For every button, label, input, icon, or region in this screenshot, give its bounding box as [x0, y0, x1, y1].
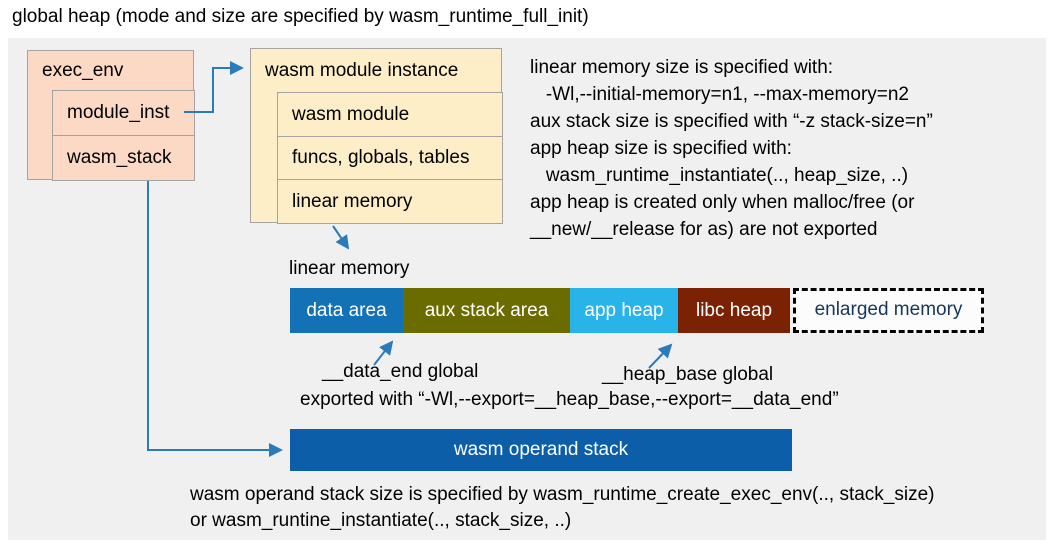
module-instance-box: wasm module instance wasm module funcs, … [250, 48, 503, 224]
exec-env-field-module-inst: module_inst [52, 90, 195, 136]
note-line: -Wl,--initial-memory=n1, --max-memory=n2 [530, 84, 909, 105]
note-line: linear memory size is specified with: [530, 57, 834, 78]
note-line: wasm_runtime_instantiate(.., heap_size, … [530, 165, 909, 186]
linear-memory-bar: data area aux stack area app heap libc h… [290, 288, 790, 333]
exec-env-label: exec_env [42, 60, 124, 81]
segment-libc-heap: libc heap [678, 288, 790, 333]
note-line: app heap is created only when malloc/fre… [530, 192, 915, 213]
wasm-operand-stack-bar: wasm operand stack [290, 429, 792, 471]
note-line: or wasm_runtine_instantiate(.., stack_si… [190, 510, 572, 531]
data-end-global-label: __data_end global [322, 361, 479, 382]
segment-data-area: data area [290, 288, 403, 333]
note-line: wasm operand stack size is specified by … [190, 484, 935, 505]
export-flags-label: exported with “-Wl,--export=__heap_base,… [300, 389, 839, 410]
diagram-title: global heap (mode and size are specified… [12, 6, 589, 27]
module-instance-field-funcs-globals-tables: funcs, globals, tables [277, 136, 503, 180]
linear-memory-label: linear memory [289, 258, 410, 279]
heap-base-global-label: __heap_base global [602, 364, 774, 385]
note-line: __new/__release for as) are not exported [530, 219, 878, 240]
segment-aux-stack-area: aux stack area [403, 288, 570, 333]
module-instance-field-linear-memory: linear memory [277, 179, 503, 224]
operand-stack-notes: wasm operand stack size is specified by … [190, 482, 935, 534]
exec-env-field-wasm-stack: wasm_stack [52, 135, 195, 181]
exec-env-box: exec_env module_inst wasm_stack [27, 50, 195, 181]
memory-size-notes: linear memory size is specified with: -W… [530, 54, 1035, 243]
module-instance-label: wasm module instance [265, 60, 459, 81]
segment-enlarged-memory: enlarged memory [793, 288, 984, 333]
note-line: aux stack size is specified with “-z sta… [530, 111, 933, 132]
note-line: app heap size is specified with: [530, 138, 792, 159]
segment-app-heap: app heap [570, 288, 678, 333]
module-instance-field-wasm-module: wasm module [277, 92, 503, 137]
